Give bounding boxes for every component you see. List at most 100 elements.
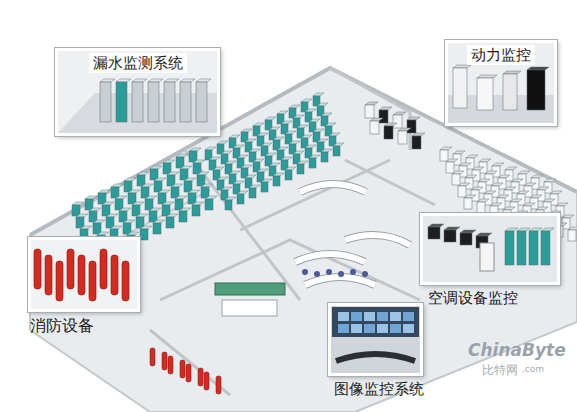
rack-front [132, 82, 143, 122]
rack-top [568, 227, 577, 230]
rack-top [229, 171, 240, 174]
rack-front [124, 181, 132, 192]
console-desk [305, 277, 375, 285]
rack-front [446, 162, 454, 173]
rack-front [477, 78, 493, 110]
rack-top [289, 105, 300, 108]
rack-front [333, 146, 340, 156]
fire-extinguisher [34, 249, 41, 289]
rack-front [379, 110, 388, 123]
rack-top [217, 141, 228, 144]
rack-top [527, 67, 549, 70]
rack-top [498, 175, 510, 178]
rack-front [261, 182, 268, 192]
rack-front [393, 115, 402, 128]
rack-front [154, 181, 162, 192]
rack-top [478, 179, 490, 182]
rack-top [205, 147, 216, 150]
rack-front [205, 199, 213, 210]
screen [364, 324, 375, 333]
rack-top [176, 154, 188, 157]
rack-top [281, 157, 292, 160]
rack-top [132, 79, 147, 82]
fire-extinguisher [56, 261, 63, 301]
rack-front [180, 82, 191, 122]
fire-extinguisher [180, 360, 185, 378]
rack-top [301, 135, 312, 138]
rack-top [465, 175, 477, 178]
rack-top [524, 183, 536, 186]
rack-front [541, 231, 550, 265]
rack-top [237, 155, 248, 158]
rack-top [537, 187, 549, 190]
rack-front [179, 211, 187, 222]
screen [390, 312, 401, 321]
rack-top [505, 228, 518, 231]
rack-top [523, 203, 535, 206]
chair [362, 271, 368, 277]
chair [326, 269, 332, 275]
rack-top [452, 171, 464, 174]
rack-front [158, 193, 166, 204]
panel-background [28, 237, 140, 312]
rack-front [100, 82, 111, 122]
rack-front [407, 120, 416, 133]
rack-front [517, 231, 526, 265]
rack-front [189, 151, 197, 162]
rack-top [273, 173, 284, 176]
rack-top [517, 191, 529, 194]
rack-front [180, 169, 188, 180]
screen [403, 324, 414, 333]
rack-top [531, 175, 543, 178]
rack-top [289, 141, 300, 144]
rack-front [123, 223, 131, 234]
rack-top [466, 155, 478, 158]
rack-front [89, 211, 97, 222]
rack-front [85, 199, 93, 210]
rack-front [444, 230, 456, 242]
rack-top [127, 232, 139, 235]
inner-wall [240, 160, 390, 230]
rack-top [541, 228, 554, 231]
rack-top [241, 165, 252, 168]
rack-front [116, 82, 127, 122]
rack-top [225, 197, 236, 200]
panel-background [55, 48, 220, 136]
rack-top [253, 159, 264, 162]
callout-panel: 图像监控系统 [328, 303, 423, 376]
rack-top [180, 79, 195, 82]
watermark: 比特网 [482, 362, 518, 379]
rack-front [141, 187, 149, 198]
rack-front [148, 82, 159, 122]
rack-front [321, 152, 328, 162]
console-desk [295, 254, 365, 262]
screen [403, 312, 414, 321]
rack-top [281, 121, 292, 124]
rack-top [136, 214, 148, 217]
rack-top [333, 143, 344, 146]
rack-top [102, 202, 114, 205]
rack-front [309, 158, 316, 168]
rack-front [162, 205, 170, 216]
rack-front [249, 188, 256, 198]
rack-top [497, 195, 509, 198]
rack-top [477, 75, 497, 78]
rack-front [225, 200, 232, 210]
rack-top [269, 163, 280, 166]
rack-top [100, 79, 115, 82]
rack-front [128, 193, 136, 204]
rack-top [128, 190, 140, 193]
rack-top [536, 207, 548, 210]
rack-top [225, 161, 236, 164]
rack-front [76, 217, 84, 228]
rack-top [309, 119, 320, 122]
rack-top [80, 226, 92, 229]
rack-top [111, 184, 123, 187]
rack-top [175, 196, 187, 199]
rack-top [265, 117, 276, 120]
rack-top [460, 230, 476, 233]
screen [338, 324, 349, 333]
rack-top [72, 202, 84, 205]
fire-extinguisher [78, 255, 85, 295]
rack-top [261, 143, 272, 146]
